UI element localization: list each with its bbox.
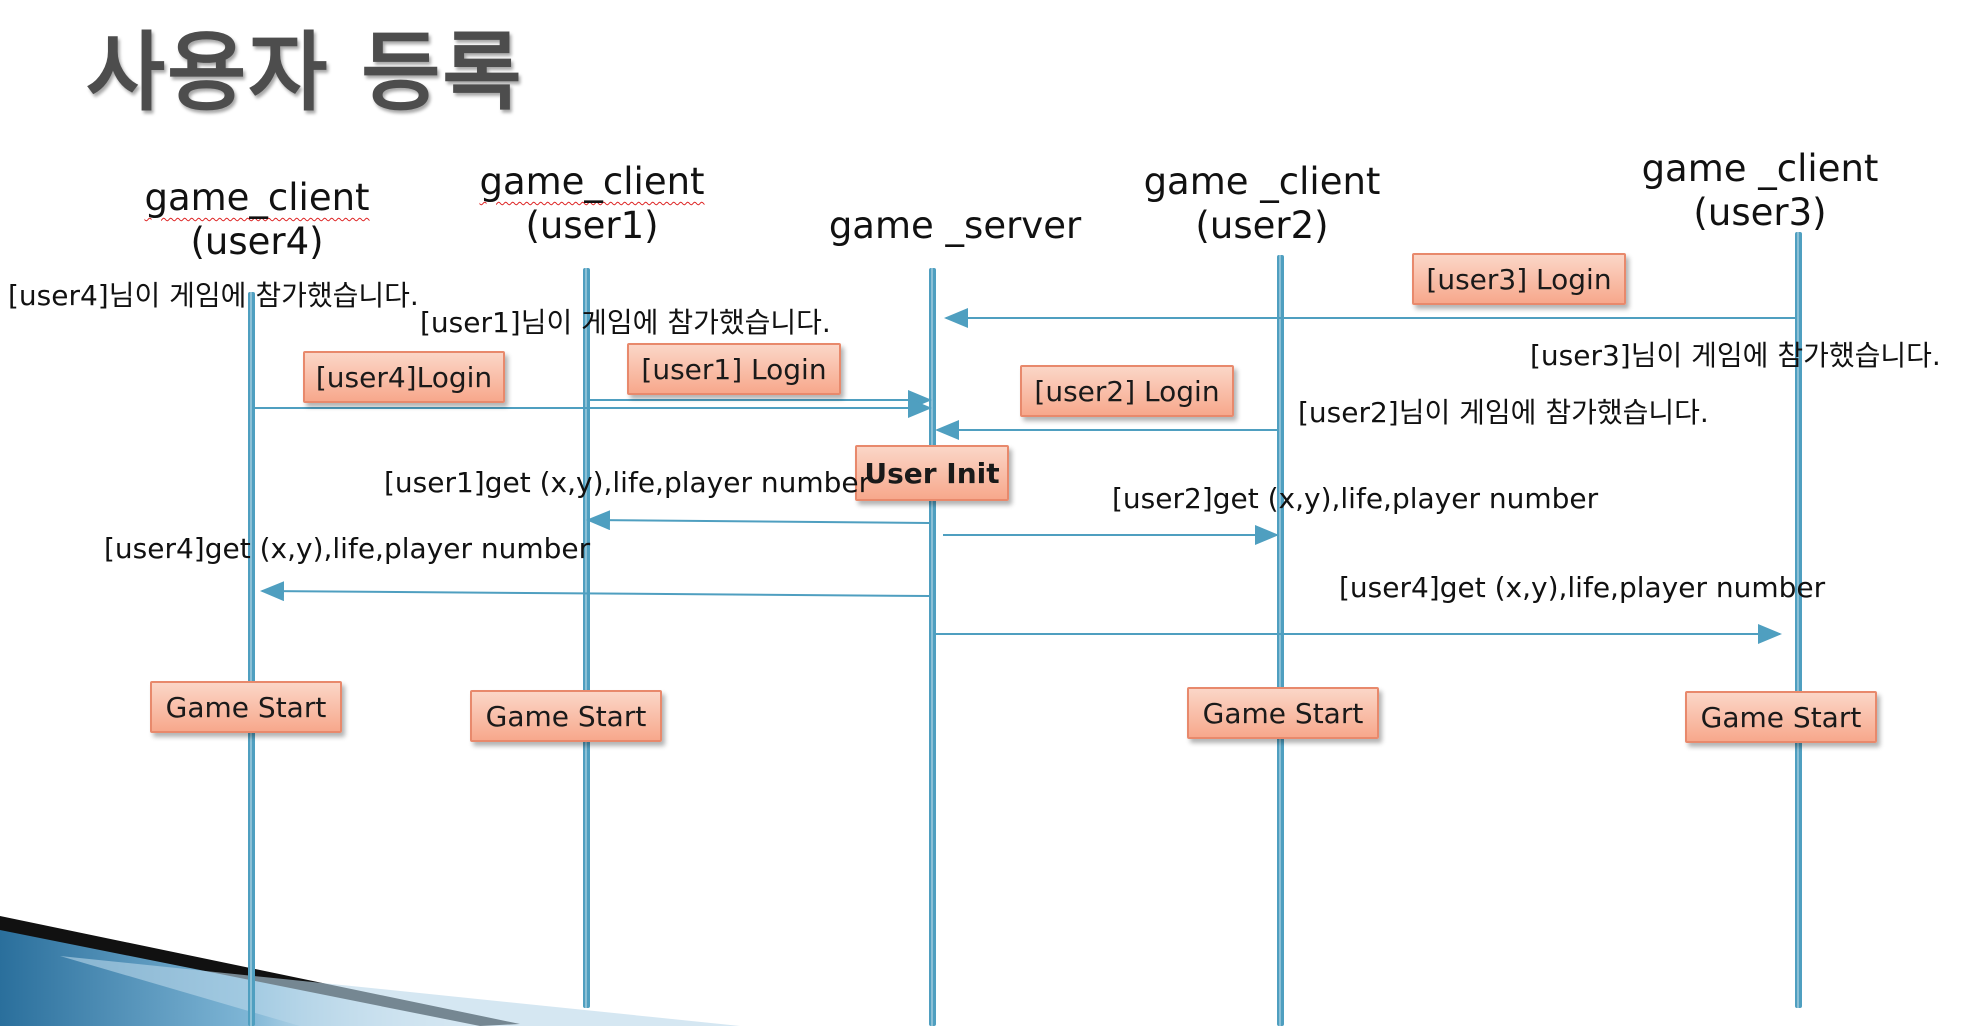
lifeline-user2 xyxy=(1277,255,1284,1026)
user-init-box: User Init xyxy=(855,445,1009,501)
arrow-server-user4 xyxy=(260,581,930,602)
page-title: 사용자 등록 xyxy=(86,23,524,123)
msg-user2-joined: [user2]님이 게임에 참가했습니다. xyxy=(1298,396,1709,429)
msg-user4-joined: [user4]님이 게임에 참가했습니다. xyxy=(8,279,419,312)
arrow-server-user1 xyxy=(586,510,930,531)
user3-login-box: [user3] Login xyxy=(1412,253,1626,305)
game-start-user4: Game Start xyxy=(150,681,342,733)
msg-user1-get: [user1]get (x,y),life,player number xyxy=(384,466,871,499)
msg-user2-get: [user2]get (x,y),life,player number xyxy=(1112,482,1599,515)
participant-user1: game_client (user1) xyxy=(479,160,704,248)
lifeline-user4 xyxy=(248,292,255,1026)
participant-user2: game _client (user2) xyxy=(1144,160,1381,248)
game-start-user3: Game Start xyxy=(1685,691,1877,743)
lifeline-user1 xyxy=(583,268,590,1008)
game-start-user2: Game Start xyxy=(1187,687,1379,739)
user1-login-box: [user1] Login xyxy=(627,343,841,395)
msg-user3-joined: [user3]님이 게임에 참가했습니다. xyxy=(1530,339,1941,372)
participant-user4: game_client (user4) xyxy=(144,176,369,264)
msg-user4-get-right: [user4]get (x,y),life,player number xyxy=(1339,571,1826,604)
participant-sub: (user3) xyxy=(1693,191,1827,234)
participant-name: game_client xyxy=(144,176,370,219)
msg-user4-get-left: [user4]get (x,y),life,player number xyxy=(104,532,591,565)
participant-sub: (user2) xyxy=(1195,204,1329,247)
user2-login-box: [user2] Login xyxy=(1020,365,1234,417)
participant-name: game _server xyxy=(828,204,1082,247)
participant-sub: (user1) xyxy=(525,204,659,247)
participant-server: game _server xyxy=(829,204,1081,248)
participant-name: game _client xyxy=(1641,147,1879,190)
lifeline-server xyxy=(929,268,936,1026)
participant-user3: game _client (user3) xyxy=(1642,147,1879,235)
msg-user1-joined: [user1]님이 게임에 참가했습니다. xyxy=(420,306,831,339)
participant-name: game_client xyxy=(479,160,705,203)
game-start-user1: Game Start xyxy=(470,690,662,742)
participant-sub: (user4) xyxy=(190,220,324,263)
lifeline-user3 xyxy=(1795,232,1802,1008)
user4-login-box: [user4]Login xyxy=(303,351,505,403)
participant-name: game _client xyxy=(1143,160,1381,203)
